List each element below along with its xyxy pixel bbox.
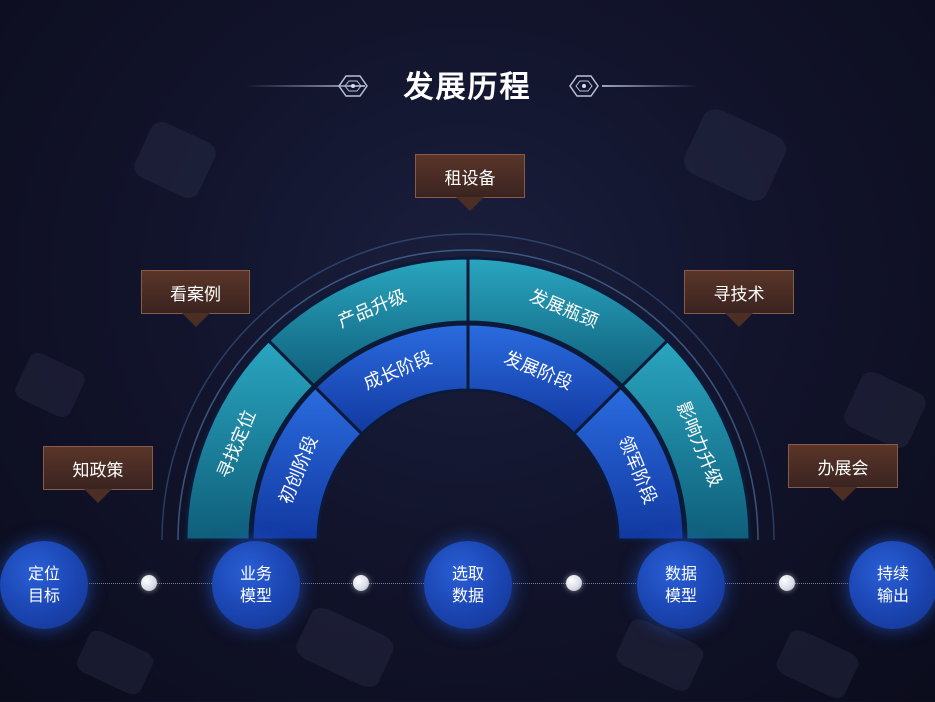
callout-pointer [181, 313, 210, 327]
inner-ring [250, 322, 686, 542]
step-label-line2: 模型 [239, 586, 272, 605]
outer-ring-segment [620, 338, 752, 542]
step-label-line2: 输出 [876, 586, 909, 605]
guide-ring [177, 249, 759, 541]
step-label-line2: 数据 [451, 586, 484, 605]
callout-cases: 看案例 [141, 270, 250, 327]
step-continuous-output: 持续 输出 [849, 541, 935, 629]
callout-pointer [84, 489, 112, 503]
title-ornament-left-icon [338, 75, 368, 97]
callout-exhibition: 办展会 [788, 444, 898, 501]
callout-label: 租设备 [444, 168, 496, 189]
title-divider-right [602, 85, 697, 87]
step-select-data: 选取 数据 [424, 541, 512, 629]
step-label-line2: 目标 [27, 586, 60, 605]
step-position-target: 定位 目标 [0, 541, 88, 629]
callout-label: 办展会 [817, 458, 869, 479]
callout-label: 寻技术 [713, 284, 765, 305]
step-business-model: 业务 模型 [212, 541, 300, 629]
callout-label: 看案例 [170, 284, 221, 305]
step-data-model: 数据 模型 [637, 541, 725, 629]
callout-equipment: 租设备 [415, 154, 525, 211]
step-label-line2: 模型 [664, 586, 697, 605]
guide-ring [161, 233, 775, 541]
timeline-dot [353, 575, 369, 591]
timeline-dot [779, 575, 795, 591]
step-label-line1: 数据 [664, 564, 697, 583]
title-divider-left [245, 85, 365, 87]
callout-pointer [725, 313, 753, 327]
callout-label: 知政策 [72, 460, 124, 481]
outer-ring [184, 256, 752, 542]
timeline-dot [141, 575, 157, 591]
page-title: 发展历程 [403, 70, 532, 105]
title-ornament-right-icon [569, 75, 599, 97]
inner-ring-segment [571, 385, 686, 542]
arch-guide-rings [161, 233, 775, 541]
step-label-line1: 定位 [27, 564, 60, 583]
callout-policy: 知政策 [43, 446, 153, 503]
callout-technology: 寻技术 [684, 270, 794, 327]
step-label-line1: 选取 [451, 564, 484, 583]
step-label-line1: 持续 [876, 564, 909, 583]
callout-pointer [829, 487, 857, 501]
callout-pointer [456, 197, 484, 211]
step-label-line1: 业务 [239, 564, 272, 583]
timeline-dot [566, 575, 582, 591]
